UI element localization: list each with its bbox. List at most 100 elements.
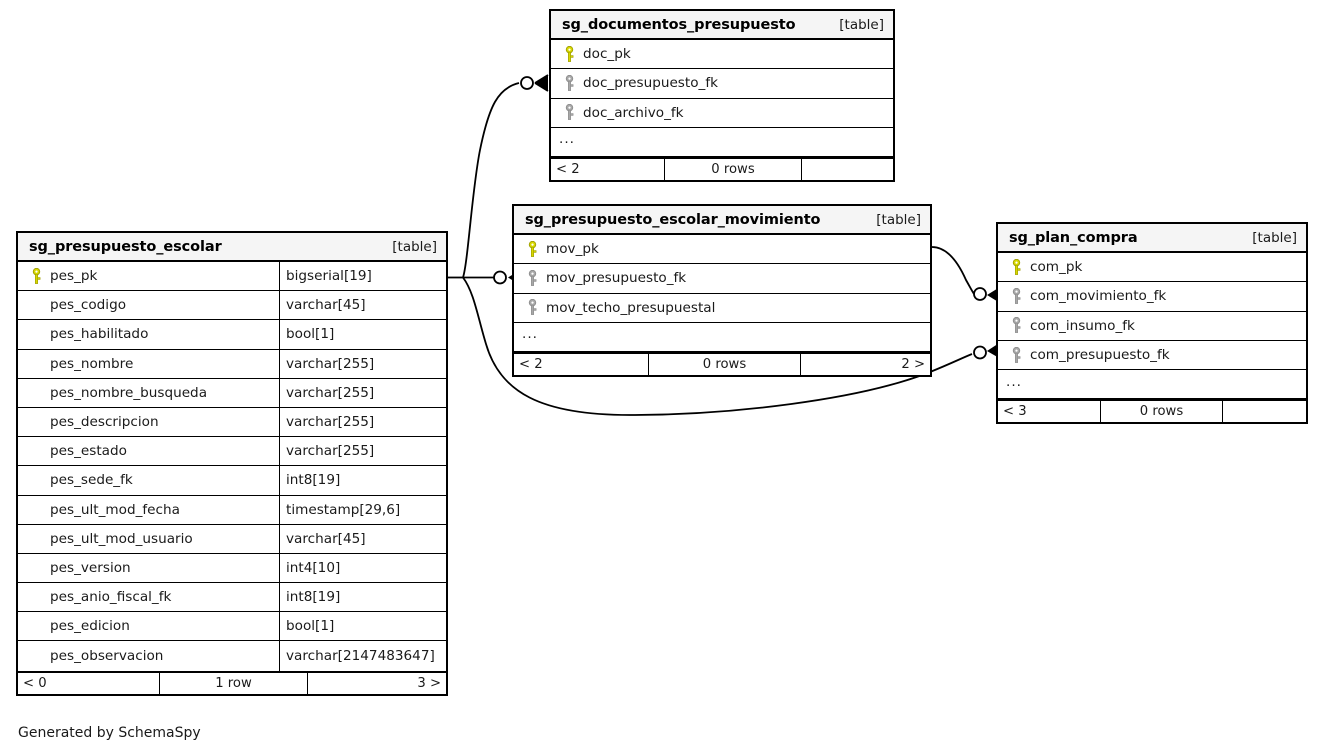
- column-label: doc_pk: [583, 46, 631, 63]
- table-row[interactable]: com_presupuesto_fk: [998, 341, 1306, 371]
- column-type: varchar[2147483647]: [286, 648, 435, 665]
- primary-key-icon: [1006, 258, 1026, 276]
- table-row[interactable]: pes_codigo varchar[45]: [18, 291, 446, 321]
- table-row[interactable]: mov_pk: [514, 235, 930, 265]
- table-row[interactable]: pes_anio_fiscal_fk int8[19]: [18, 583, 446, 613]
- table-kind-label: [table]: [392, 238, 437, 255]
- table-footer: < 3 0 rows: [998, 399, 1306, 423]
- footer-children-count: 3 >: [417, 675, 441, 691]
- edge-rel-pes-doc: [462, 82, 520, 278]
- table-row[interactable]: com_insumo_fk: [998, 312, 1306, 341]
- table-title: sg_documentos_presupuesto: [562, 16, 796, 33]
- table-title: sg_presupuesto_escolar_movimiento: [525, 211, 821, 228]
- foreign-key-icon: [559, 104, 579, 121]
- primary-key-icon: [559, 45, 579, 63]
- column-label: pes_codigo: [50, 297, 127, 314]
- column-label: pes_descripcion: [50, 414, 159, 431]
- table-row[interactable]: pes_version int4[10]: [18, 553, 446, 584]
- column-type: varchar[45]: [286, 297, 366, 314]
- table-node-sg-presupuesto-escolar[interactable]: sg_presupuesto_escolar [table] pes_pk: [16, 231, 448, 696]
- table-row[interactable]: pes_pk bigserial[19]: [18, 262, 446, 292]
- table-kind-label: [table]: [876, 211, 921, 228]
- footer-parents-count: < 2: [551, 159, 665, 181]
- column-label: pes_nombre: [50, 355, 134, 372]
- more-columns-indicator: ...: [559, 131, 575, 148]
- column-name-cell: pes_observacion: [18, 641, 280, 671]
- footer-row-count: 0 rows: [1101, 401, 1223, 423]
- column-name-cell: pes_habilitado: [18, 320, 280, 349]
- edge-endpoint-rel-pes-doc: [520, 74, 549, 92]
- table-title: sg_presupuesto_escolar: [29, 238, 222, 255]
- table-row[interactable]: doc_presupuesto_fk: [551, 69, 893, 99]
- column-name-cell: com_insumo_fk: [998, 312, 1306, 340]
- footer-parents-count: < 2: [514, 354, 649, 376]
- column-type: int4[10]: [286, 559, 341, 576]
- column-label: doc_presupuesto_fk: [583, 75, 718, 92]
- column-type: varchar[45]: [286, 530, 366, 547]
- column-label: doc_archivo_fk: [583, 104, 684, 121]
- column-name-cell: pes_anio_fiscal_fk: [18, 583, 280, 612]
- edge-rel-mov-com: [931, 246, 975, 295]
- table-row[interactable]: pes_nombre_busqueda varchar[255]: [18, 378, 446, 408]
- table-node-sg-documentos-presupuesto[interactable]: sg_documentos_presupuesto [table] doc_pk: [549, 9, 895, 183]
- foreign-key-icon: [1006, 346, 1026, 364]
- column-name-cell: doc_pk: [551, 40, 893, 68]
- foreign-key-icon: [559, 74, 579, 92]
- foreign-key-icon: [1006, 317, 1026, 334]
- column-label: pes_sede_fk: [50, 472, 133, 489]
- footer-children-count: 2 >: [901, 357, 925, 373]
- table-row[interactable]: com_movimiento_fk: [998, 282, 1306, 312]
- column-label: com_insumo_fk: [1030, 317, 1135, 334]
- table-row[interactable]: pes_ult_mod_fecha timestamp[29,6]: [18, 495, 446, 525]
- table-title: sg_plan_compra: [1009, 229, 1138, 246]
- footer-parents-count: < 3: [998, 401, 1101, 423]
- column-name-cell: doc_archivo_fk: [551, 99, 893, 127]
- column-label: mov_presupuesto_fk: [546, 270, 687, 287]
- footer-row-count: 0 rows: [649, 354, 801, 376]
- table-row[interactable]: mov_presupuesto_fk: [514, 264, 930, 294]
- table-row[interactable]: pes_nombre varchar[255]: [18, 349, 446, 379]
- table-node-sg-plan-compra[interactable]: sg_plan_compra [table] com_pk: [996, 222, 1308, 425]
- column-type: varchar[255]: [286, 443, 375, 460]
- foreign-key-icon: [1006, 287, 1026, 305]
- column-name-cell: pes_pk: [18, 262, 280, 291]
- column-label: pes_estado: [50, 443, 127, 460]
- table-kind-label: [table]: [1252, 229, 1297, 246]
- column-type: int8[19]: [286, 589, 341, 606]
- table-row[interactable]: pes_descripcion varchar[255]: [18, 407, 446, 438]
- column-name-cell: pes_codigo: [18, 291, 280, 320]
- generated-by-caption: Generated by SchemaSpy: [18, 725, 201, 741]
- table-row[interactable]: doc_pk: [551, 40, 893, 70]
- primary-key-icon: [26, 267, 46, 285]
- table-row[interactable]: pes_edicion bool[1]: [18, 612, 446, 642]
- table-node-sg-presupuesto-escolar-movimiento[interactable]: sg_presupuesto_escolar_movimiento [table…: [512, 204, 932, 378]
- table-row[interactable]: pes_estado varchar[255]: [18, 437, 446, 467]
- more-columns-indicator: ...: [522, 326, 538, 343]
- column-label: com_movimiento_fk: [1030, 288, 1167, 305]
- table-row[interactable]: pes_sede_fk int8[19]: [18, 466, 446, 496]
- column-name-cell: pes_version: [18, 553, 280, 583]
- column-label: pes_anio_fiscal_fk: [50, 589, 172, 606]
- table-columns: doc_pk doc_presupuesto_fk: [551, 40, 893, 158]
- table-row[interactable]: com_pk: [998, 253, 1306, 283]
- column-label: com_pk: [1030, 259, 1083, 276]
- table-row[interactable]: doc_archivo_fk: [551, 99, 893, 128]
- column-name-cell: mov_presupuesto_fk: [514, 264, 930, 292]
- column-label: pes_edicion: [50, 618, 130, 635]
- column-type: varchar[255]: [286, 384, 375, 401]
- table-row[interactable]: pes_habilitado bool[1]: [18, 320, 446, 350]
- table-row[interactable]: pes_observacion varchar[2147483647]: [18, 641, 446, 671]
- column-name-cell: pes_edicion: [18, 612, 280, 641]
- column-name-cell: mov_techo_presupuestal: [514, 294, 930, 322]
- table-header: sg_presupuesto_escolar_movimiento [table…: [514, 206, 930, 235]
- table-footer: < 2 0 rows: [551, 157, 893, 181]
- table-row[interactable]: pes_ult_mod_usuario varchar[45]: [18, 524, 446, 554]
- primary-key-icon: [522, 240, 542, 258]
- column-label: mov_pk: [546, 241, 599, 258]
- column-type: bigserial[19]: [286, 268, 372, 285]
- column-name-cell: pes_sede_fk: [18, 466, 280, 495]
- table-row[interactable]: mov_techo_presupuestal: [514, 294, 930, 323]
- column-label: mov_techo_presupuestal: [546, 299, 716, 316]
- column-name-cell: pes_ult_mod_usuario: [18, 524, 280, 553]
